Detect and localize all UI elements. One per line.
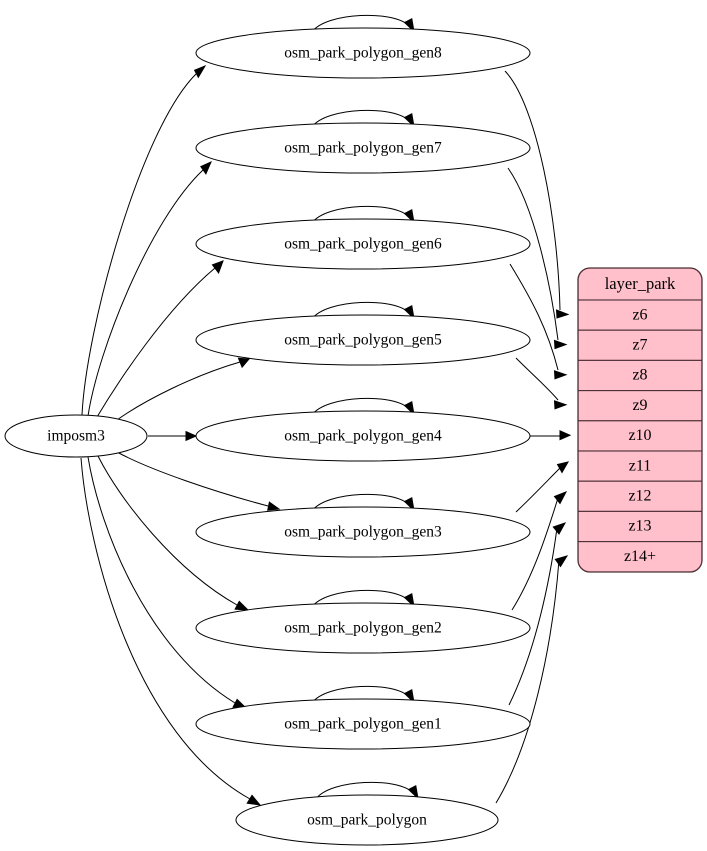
self-loop-gen8 [311, 14, 415, 33]
edge-imposm3-to-gen5 [116, 357, 251, 421]
node-osm-park-polygon-gen5[interactable]: osm_park_polygon_gen5 [195, 314, 531, 366]
edge-group-tables-to-layer [495, 70, 572, 804]
edge-gen5-to-z9 [515, 357, 568, 410]
self-loop-gen7 [311, 109, 415, 128]
table-row-cell-z7[interactable] [578, 329, 702, 361]
edge-gen4-to-z10 [530, 430, 572, 441]
edge-imposm3-to-gen8 [81, 64, 207, 416]
node-label: osm_park_polygon_gen5 [284, 332, 442, 349]
ellipse-shape [195, 27, 531, 79]
table-row-label-z13: z13 [628, 518, 651, 535]
ellipse-shape [195, 602, 531, 654]
self-loop-gen2 [311, 589, 415, 608]
table-row-cell-z9[interactable] [578, 390, 702, 422]
table-row-label-z8: z8 [632, 367, 647, 384]
self-loop-osm-park-polygon [315, 781, 419, 800]
edge-gen2-to-z12 [511, 491, 568, 611]
node-label: osm_park_polygon_gen7 [284, 140, 442, 157]
edge-osm-park-polygon-to-z14 [495, 555, 569, 804]
node-osm-park-polygon-gen6[interactable]: osm_park_polygon_gen6 [195, 218, 531, 270]
node-label: imposm3 [47, 428, 105, 445]
node-label: osm_park_polygon_gen8 [284, 45, 442, 62]
table-header-label: layer_park [605, 274, 676, 293]
ellipse-shape [195, 506, 531, 558]
table-row-cell-z13[interactable] [578, 510, 702, 543]
ellipse-shape [195, 314, 531, 366]
edge-group-source-to-tables [80, 64, 281, 806]
table-row-cell-z14[interactable] [578, 541, 702, 572]
edge-imposm3-to-gen4 [148, 430, 198, 442]
edge-imposm3-to-gen7 [87, 161, 212, 417]
table-row-cell-z10[interactable] [578, 420, 702, 452]
edge-imposm3-to-osm-park-polygon [80, 457, 262, 806]
table-row-label-z10: z10 [628, 427, 651, 444]
node-osm-park-polygon-gen4[interactable]: osm_park_polygon_gen4 [195, 410, 531, 462]
table-row-cell-z6[interactable] [578, 299, 702, 331]
node-osm-park-polygon-gen1[interactable]: osm_park_polygon_gen1 [195, 698, 531, 750]
edge-group-self-loops [311, 14, 419, 800]
ellipse-shape [4, 414, 148, 458]
ellipse-shape [195, 122, 531, 174]
node-label: osm_park_polygon_gen4 [284, 428, 442, 445]
edge-gen6-to-z8 [509, 263, 568, 380]
self-loop-gen6 [311, 205, 415, 224]
node-imposm3[interactable]: imposm3 [4, 414, 148, 458]
node-label: osm_park_polygon [307, 812, 427, 829]
edge-gen8-to-z6 [504, 70, 570, 319]
edge-imposm3-to-gen6 [96, 260, 224, 418]
table-row-label-z11: z11 [629, 457, 652, 474]
layer-park-table[interactable]: layer_park z6 z7 z8 z9 z10 z11 z12 z13 z… [577, 267, 703, 573]
edge-imposm3-to-gen3 [116, 451, 281, 511]
node-osm-park-polygon-gen7[interactable]: osm_park_polygon_gen7 [195, 122, 531, 174]
node-osm-park-polygon-gen3[interactable]: osm_park_polygon_gen3 [195, 506, 531, 558]
self-loop-gen1 [311, 685, 415, 704]
node-osm-park-polygon-gen8[interactable]: osm_park_polygon_gen8 [195, 27, 531, 79]
edge-gen1-to-z13 [508, 522, 567, 706]
ellipse-shape [195, 698, 531, 750]
node-osm-park-polygon[interactable]: osm_park_polygon [235, 794, 499, 846]
table-row-label-z6: z6 [632, 306, 647, 323]
node-label: osm_park_polygon_gen3 [284, 524, 442, 541]
ellipse-shape [195, 218, 531, 270]
ellipse-shape [195, 410, 531, 462]
node-label: osm_park_polygon_gen1 [284, 716, 442, 733]
self-loop-gen3 [311, 493, 415, 512]
table-border [577, 267, 703, 573]
table-row-label-z9: z9 [632, 397, 647, 414]
table-row-label-z14: z14+ [624, 548, 656, 565]
table-row-label-z12: z12 [628, 487, 651, 504]
edge-imposm3-to-gen1 [87, 456, 248, 709]
edge-gen3-to-z11 [515, 461, 570, 513]
node-label: osm_park_polygon_gen6 [284, 236, 442, 253]
edge-gen7-to-z7 [507, 167, 568, 350]
node-osm-park-polygon-gen2[interactable]: osm_park_polygon_gen2 [195, 602, 531, 654]
table-row-label-z7: z7 [632, 336, 647, 353]
ellipse-shape [235, 794, 499, 846]
table-row-cell-z12[interactable] [578, 480, 702, 512]
self-loop-gen5 [311, 301, 415, 320]
edge-imposm3-to-gen2 [97, 455, 250, 611]
node-label: osm_park_polygon_gen2 [284, 620, 442, 637]
self-loop-gen4 [311, 397, 415, 416]
